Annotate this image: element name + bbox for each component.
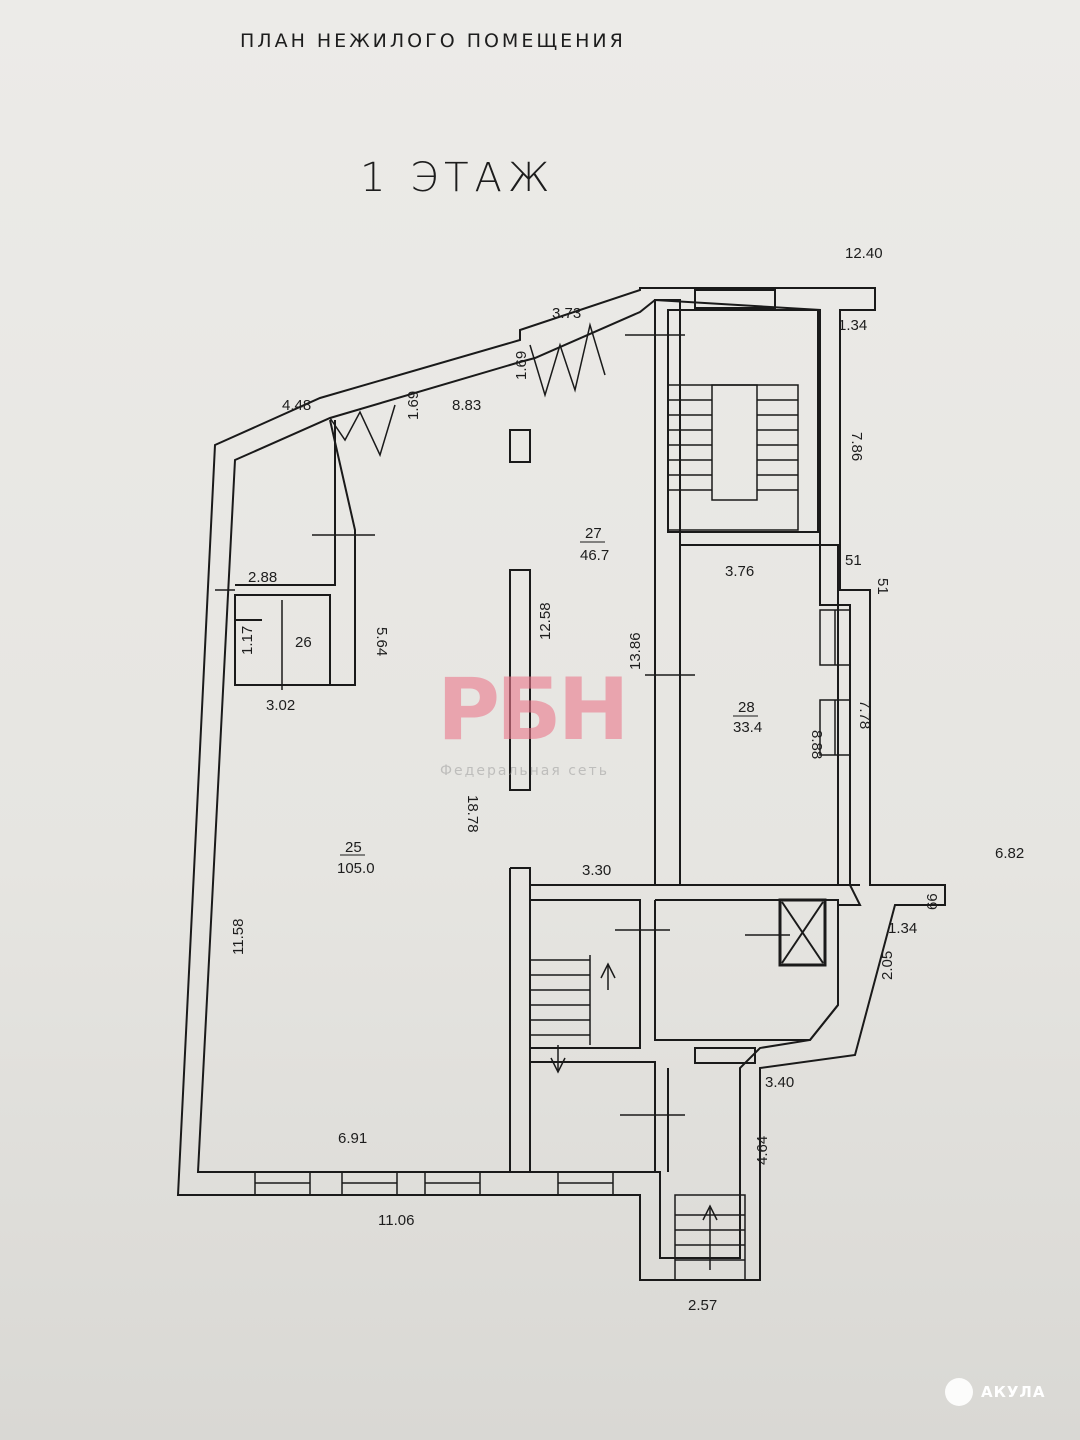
dimension-label: 3.30: [582, 862, 611, 879]
interior-walls: [234, 289, 860, 1173]
dimension-label: 1.69: [405, 391, 422, 420]
dimension-label: 11.06: [378, 1212, 414, 1229]
brand-name: АКУЛА: [981, 1383, 1046, 1401]
brand-badge: АКУЛА: [945, 1378, 1046, 1406]
dimension-label: 8.83: [452, 397, 481, 414]
dimension-label: 1.34: [888, 920, 917, 937]
dimension-label: 1.17: [239, 626, 256, 655]
dimension-label: 2.88: [248, 569, 277, 586]
shark-logo-icon: [945, 1378, 973, 1406]
dimension-label: 1.69: [513, 351, 530, 380]
watermark-logo: РБН: [437, 660, 630, 760]
dimension-label: 2.57: [688, 1297, 717, 1314]
dimension-label: 18.78: [464, 795, 481, 833]
outer-wall: [176, 287, 946, 1281]
room-number: 27: [585, 525, 602, 542]
room-area: 105.0: [337, 860, 375, 877]
room-area: 33.4: [733, 719, 762, 736]
dimension-label: 3.76: [725, 563, 754, 580]
room-number: 26: [295, 634, 312, 651]
dimension-label: 13.86: [627, 632, 644, 670]
doors: [281, 334, 790, 1116]
watermark-subtitle: Федеральная сеть: [440, 763, 609, 779]
dimension-label: 51: [845, 552, 862, 569]
dimension-label: 3.73: [552, 305, 581, 322]
room-number: 28: [738, 699, 755, 716]
dimension-label: 66: [924, 893, 941, 910]
room-area: 46.7: [580, 547, 609, 564]
dimension-label: 51: [874, 578, 891, 595]
stairs: [329, 322, 799, 1281]
windows: [215, 589, 851, 1196]
dimension-label: 5.64: [373, 627, 390, 656]
room-number: 25: [345, 839, 362, 856]
dimension-label: 6.82: [995, 845, 1024, 862]
dimension-label: 1.34: [838, 317, 867, 334]
dimension-label: 8.88: [808, 730, 825, 759]
dimension-label: 7.78: [856, 700, 873, 729]
dimension-label: 6.91: [338, 1130, 367, 1147]
dimension-label: 11.58: [230, 919, 247, 955]
dimension-label: 12.58: [537, 602, 554, 640]
dimension-label: 12.40: [845, 245, 883, 262]
dimension-label: 7.86: [848, 432, 865, 461]
floor-label: 1 ЭТАЖ: [360, 155, 556, 201]
dimension-label: 4.48: [282, 397, 311, 414]
dimension-label: 3.02: [266, 697, 295, 714]
dimension-label: 3.40: [765, 1074, 794, 1091]
dimension-label: 2.05: [879, 951, 896, 980]
plan-title: ПЛАН НЕЖИЛОГО ПОМЕЩЕНИЯ: [240, 30, 626, 52]
dimension-label: 4.64: [754, 1136, 771, 1165]
